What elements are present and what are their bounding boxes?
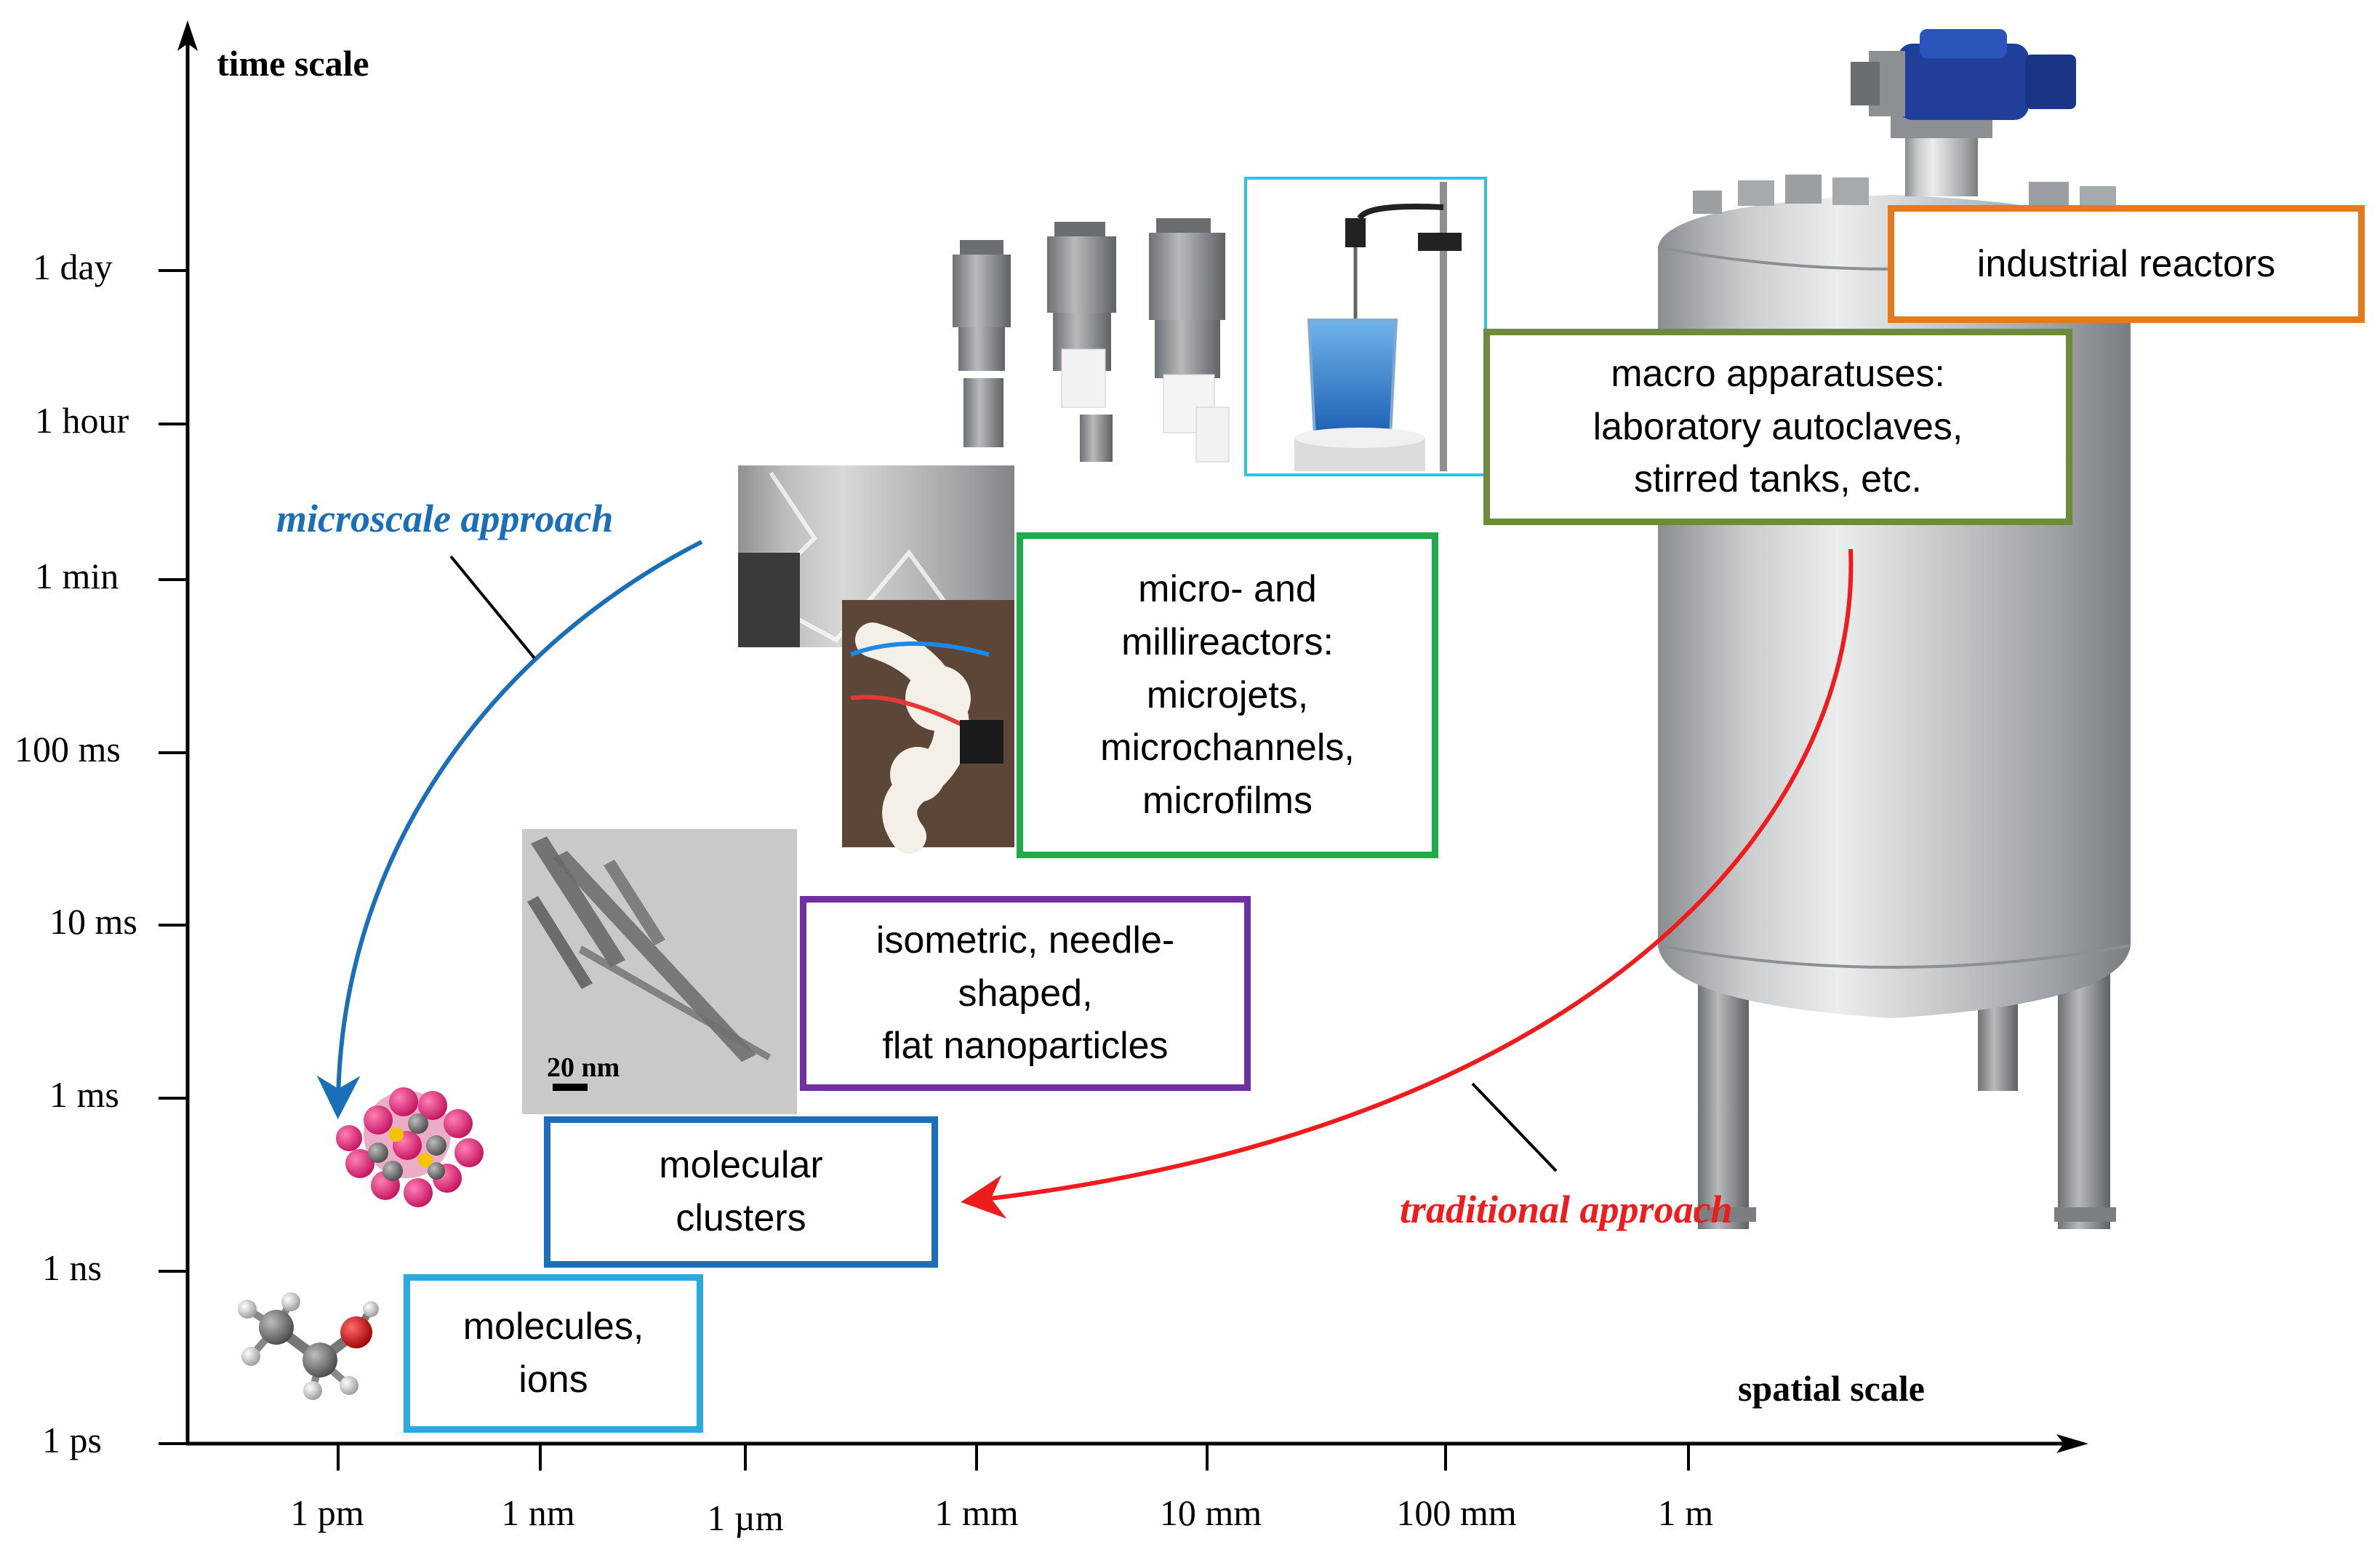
microreactors-line-5: microfilms [1142,780,1313,823]
molecules-line-2: ions [518,1359,588,1401]
cluster-molecule-icon [336,1087,484,1207]
nanoparticles-box: isometric, needle- shaped, flat nanopart… [800,896,1251,1091]
nanoparticles-line-3: flat nanoparticles [882,1025,1169,1068]
microreactors-line-1: micro- and [1138,568,1317,610]
tem-micrograph-image [522,829,797,1114]
microreactors-line-2: millireactors: [1121,620,1334,663]
y-tick-label: 1 min [35,556,119,596]
x-tick-label: 1 nm [501,1492,575,1533]
macro-line-2: laboratory autoclaves, [1592,405,1963,448]
y-tick-marks [159,269,188,1445]
y-axis-title: time scale [217,43,369,84]
microreactor-photo [738,465,1014,854]
molecules-line-1: molecules, [462,1305,644,1348]
microscale-approach-arrow [316,540,703,1119]
microscale-approach-leader [449,555,536,660]
clusters-box: molecular clusters [544,1116,938,1268]
microscale-approach-label: microscale approach [276,497,614,540]
y-tick-label: 1 ps [42,1420,102,1460]
industrial-line-1: industrial reactors [1976,242,2276,285]
nanoparticles-line-2: shaped, [958,972,1093,1015]
molecules-box: molecules, ions [404,1274,703,1433]
y-tick-label: 100 ms [15,729,121,769]
traditional-approach-label: traditional approach [1400,1188,1733,1231]
clusters-line-1: molecular [659,1144,823,1187]
macro-line-1: macro apparatuses: [1611,352,1945,395]
x-tick-label: 1 pm [290,1492,364,1533]
industrial-reactors-box: industrial reactors [1888,205,2365,323]
y-tick-label: 10 ms [49,901,137,942]
x-tick-label: 100 mm [1396,1492,1517,1533]
autoclave-photo [938,218,1243,473]
x-tick-label: 10 mm [1159,1492,1262,1533]
nanoparticles-line-1: isometric, needle- [876,919,1175,961]
clusters-line-2: clusters [676,1197,806,1239]
x-axis [186,1434,2088,1453]
x-tick-marks [337,1444,1690,1471]
y-axis [177,20,198,1444]
y-tick-label: 1 hour [35,400,129,441]
y-tick-label: 1 day [33,247,113,287]
y-tick-label: 1 ms [49,1074,119,1115]
macro-apparatus-box: macro apparatuses: laboratory autoclaves… [1483,329,2072,525]
x-tick-label: 1 m [1657,1492,1714,1533]
x-axis-title: spatial scale [1738,1368,1925,1409]
beaker-stirrer-photo [1244,177,1487,476]
traditional-approach-leader [1471,1082,1558,1172]
microreactors-line-3: microjets, [1146,673,1309,716]
traditional-approach-arrow [961,548,1854,1219]
tem-scale-label: 20 nm [547,1052,620,1083]
y-tick-label: 1 ns [42,1247,102,1288]
macro-line-3: stirred tanks, etc. [1634,458,1922,501]
ethanol-molecule-icon [238,1292,379,1400]
microreactors-box: micro- and millireactors: microjets, mic… [1017,532,1438,858]
x-tick-label: 1 mm [934,1492,1019,1533]
microreactors-line-4: microchannels, [1100,727,1355,769]
x-tick-label: 1 µm [707,1497,784,1538]
